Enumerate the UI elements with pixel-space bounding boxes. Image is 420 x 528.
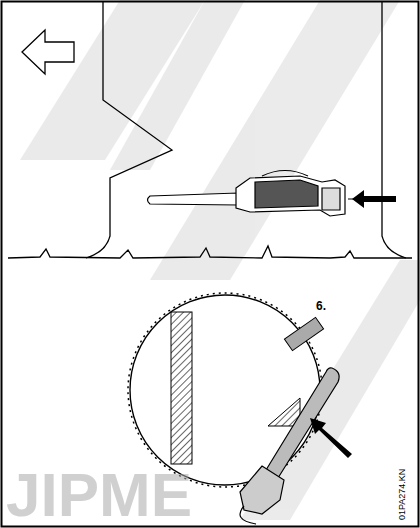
tree-trunk: [8, 2, 412, 258]
callout-number: 6.: [316, 300, 326, 312]
trunk-cross-section: [128, 293, 324, 487]
watermark-text: JIPME: [6, 464, 192, 526]
felling-direction-arrow: [22, 30, 74, 74]
figure-code: 01PA274.KN: [398, 469, 407, 520]
hinge: [171, 312, 192, 464]
felling-wedge: [284, 317, 323, 350]
chainsaw: [148, 171, 346, 217]
watermark-bands: [20, 0, 420, 520]
chainsaw-bottom: [240, 368, 339, 524]
cut-direction-arrow: [310, 418, 352, 458]
push-arrow: [352, 190, 396, 208]
